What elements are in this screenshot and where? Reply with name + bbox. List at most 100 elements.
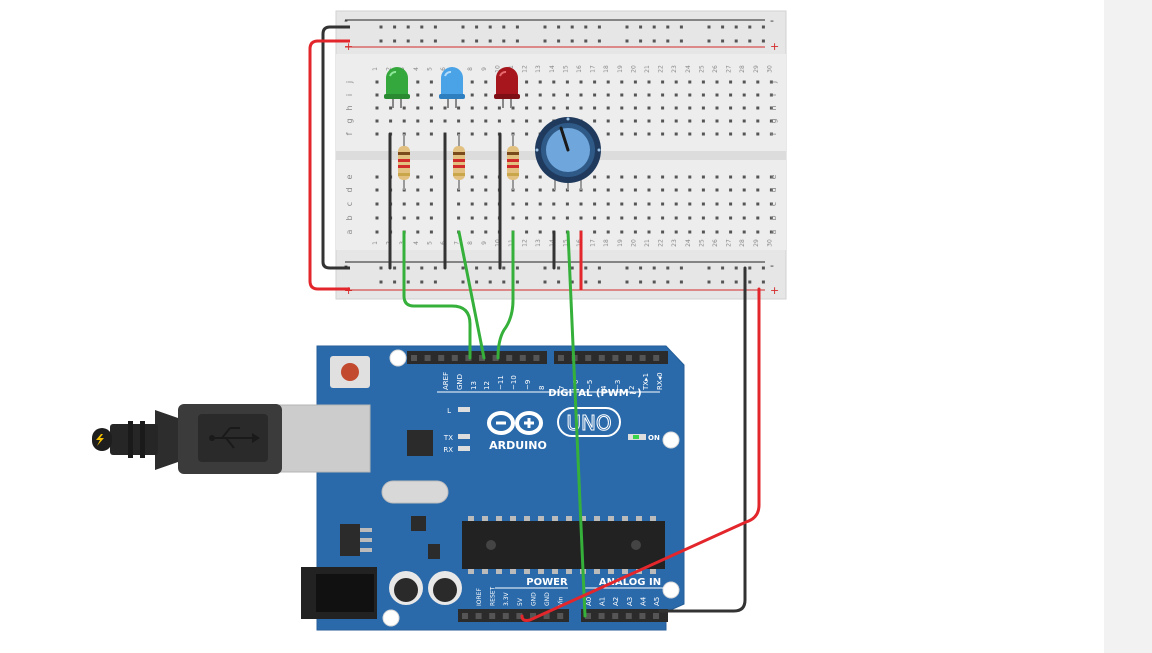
breadboard-hole[interactable] bbox=[742, 216, 746, 220]
header-pin[interactable] bbox=[424, 355, 431, 361]
breadboard-hole[interactable] bbox=[688, 80, 692, 84]
breadboard-hole[interactable] bbox=[674, 119, 678, 123]
breadboard-hole[interactable] bbox=[715, 216, 719, 220]
breadboard-hole[interactable] bbox=[729, 93, 733, 97]
breadboard-hole[interactable] bbox=[620, 202, 624, 206]
breadboard-hole[interactable] bbox=[688, 132, 692, 136]
breadboard-hole[interactable] bbox=[633, 175, 637, 179]
breadboard-hole[interactable] bbox=[620, 175, 624, 179]
breadboard-hole[interactable] bbox=[470, 119, 474, 123]
red-rail-wire[interactable] bbox=[308, 39, 350, 291]
breadboard-hole[interactable] bbox=[674, 216, 678, 220]
rail-hole[interactable] bbox=[597, 25, 601, 29]
rail-hole[interactable] bbox=[515, 266, 519, 270]
rail-hole[interactable] bbox=[502, 25, 506, 29]
breadboard-hole[interactable] bbox=[606, 202, 610, 206]
breadboard-hole[interactable] bbox=[402, 202, 406, 206]
breadboard-hole[interactable] bbox=[756, 80, 760, 84]
header-pin[interactable] bbox=[462, 613, 468, 619]
header-pin[interactable] bbox=[475, 613, 482, 619]
breadboard-hole[interactable] bbox=[375, 188, 379, 192]
breadboard-hole[interactable] bbox=[565, 106, 569, 110]
breadboard-hole[interactable] bbox=[701, 119, 705, 123]
header-pin[interactable] bbox=[451, 355, 458, 361]
rail-hole[interactable] bbox=[393, 25, 397, 29]
breadboard-hole[interactable] bbox=[416, 93, 420, 97]
breadboard-hole[interactable] bbox=[688, 216, 692, 220]
rail-hole[interactable] bbox=[502, 39, 506, 43]
rail-hole[interactable] bbox=[679, 266, 683, 270]
rail-hole[interactable] bbox=[475, 280, 479, 284]
header-pin[interactable] bbox=[489, 613, 496, 619]
header-pin[interactable] bbox=[653, 613, 659, 619]
rail-hole[interactable] bbox=[721, 266, 725, 270]
rail-hole[interactable] bbox=[721, 39, 725, 43]
rail-hole[interactable] bbox=[379, 25, 383, 29]
breadboard-hole[interactable] bbox=[756, 230, 760, 234]
header-pin[interactable] bbox=[465, 355, 472, 361]
rail-hole[interactable] bbox=[570, 39, 574, 43]
breadboard-hole[interactable] bbox=[429, 175, 433, 179]
breadboard-hole[interactable] bbox=[756, 175, 760, 179]
breadboard-hole[interactable] bbox=[429, 119, 433, 123]
breadboard-hole[interactable] bbox=[715, 132, 719, 136]
breadboard-hole[interactable] bbox=[633, 188, 637, 192]
breadboard-hole[interactable] bbox=[742, 230, 746, 234]
breadboard-hole[interactable] bbox=[593, 119, 597, 123]
breadboard-hole[interactable] bbox=[593, 216, 597, 220]
rail-hole[interactable] bbox=[721, 280, 725, 284]
breadboard-hole[interactable] bbox=[688, 106, 692, 110]
breadboard-hole[interactable] bbox=[416, 188, 420, 192]
breadboard-hole[interactable] bbox=[416, 119, 420, 123]
breadboard-hole[interactable] bbox=[647, 106, 651, 110]
reset-button-cap[interactable] bbox=[341, 363, 359, 381]
header-pin[interactable] bbox=[653, 355, 660, 361]
rail-hole[interactable] bbox=[461, 39, 465, 43]
rail-hole[interactable] bbox=[543, 25, 547, 29]
breadboard-hole[interactable] bbox=[375, 80, 379, 84]
rail-hole[interactable] bbox=[639, 280, 643, 284]
power-header[interactable] bbox=[458, 609, 569, 622]
rail-hole[interactable] bbox=[734, 266, 738, 270]
breadboard-hole[interactable] bbox=[457, 216, 461, 220]
header-pin[interactable] bbox=[598, 355, 605, 361]
rail-hole[interactable] bbox=[543, 280, 547, 284]
breadboard-hole[interactable] bbox=[661, 80, 665, 84]
rail-hole[interactable] bbox=[597, 266, 601, 270]
rail-hole[interactable] bbox=[557, 39, 561, 43]
rail-hole[interactable] bbox=[557, 25, 561, 29]
breadboard-hole[interactable] bbox=[769, 175, 773, 179]
leds[interactable] bbox=[384, 67, 520, 108]
blue-led[interactable] bbox=[439, 67, 465, 108]
breadboard-hole[interactable] bbox=[769, 119, 773, 123]
breadboard-hole[interactable] bbox=[538, 93, 542, 97]
breadboard-hole[interactable] bbox=[688, 188, 692, 192]
resistors[interactable] bbox=[398, 134, 519, 190]
breadboard-hole[interactable] bbox=[769, 216, 773, 220]
rail-hole[interactable] bbox=[543, 39, 547, 43]
black-rail-wire[interactable] bbox=[321, 25, 350, 270]
breadboard-hole[interactable] bbox=[457, 119, 461, 123]
breadboard-hole[interactable] bbox=[620, 106, 624, 110]
green-led[interactable] bbox=[384, 67, 410, 108]
breadboard-hole[interactable] bbox=[756, 106, 760, 110]
breadboard-hole[interactable] bbox=[375, 175, 379, 179]
breadboard-hole[interactable] bbox=[729, 202, 733, 206]
rail-hole[interactable] bbox=[433, 280, 437, 284]
rail-hole[interactable] bbox=[748, 25, 752, 29]
breadboard-hole[interactable] bbox=[416, 132, 420, 136]
breadboard-hole[interactable] bbox=[606, 132, 610, 136]
breadboard-hole[interactable] bbox=[525, 93, 529, 97]
rail-hole[interactable] bbox=[515, 280, 519, 284]
rail-hole[interactable] bbox=[707, 39, 711, 43]
green-wire-pin11[interactable] bbox=[496, 230, 515, 360]
breadboard-hole[interactable] bbox=[484, 80, 488, 84]
breadboard-hole[interactable] bbox=[538, 119, 542, 123]
breadboard-hole[interactable] bbox=[470, 230, 474, 234]
rail-hole[interactable] bbox=[475, 39, 479, 43]
rail-hole[interactable] bbox=[433, 266, 437, 270]
connection-wires[interactable] bbox=[402, 230, 761, 622]
breadboard-hole[interactable] bbox=[484, 175, 488, 179]
rail-hole[interactable] bbox=[420, 39, 424, 43]
breadboard-hole[interactable] bbox=[729, 132, 733, 136]
